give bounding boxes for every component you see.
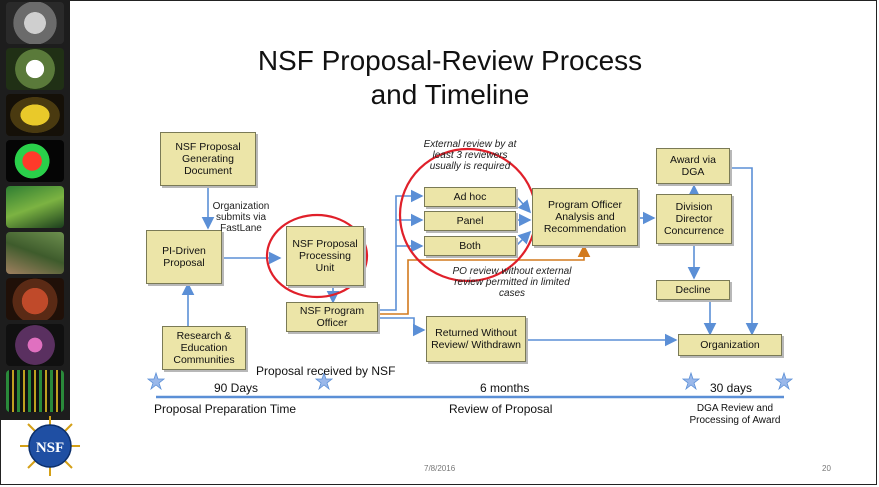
timeline-star-review-end xyxy=(681,371,701,391)
highlight-processing-unit xyxy=(265,213,369,299)
pi-driven-proposal-box: PI-Driven Proposal xyxy=(146,230,222,284)
gel-image xyxy=(6,370,64,412)
submits-via-fastlane-note: Organization submits via FastLane xyxy=(212,201,270,234)
insect-image xyxy=(6,94,64,136)
external-review-note: External review by at least 3 reviewers … xyxy=(423,139,517,172)
crab-image xyxy=(6,278,64,320)
nsf-program-officer-box: NSF Program Officer xyxy=(286,302,378,332)
title-line-2: and Timeline xyxy=(370,79,530,110)
arrow-adhoc-to-analysis xyxy=(515,195,532,214)
research-education-communities-box: Research & Education Communities xyxy=(162,326,246,370)
plant-image xyxy=(6,186,64,228)
six-months-label: 6 months xyxy=(480,381,530,395)
both-box: Both xyxy=(424,236,516,256)
ninety-days-label: 90 Days xyxy=(214,381,259,395)
page-title: NSF Proposal-Review Process and Timeline xyxy=(180,44,720,112)
arrow-officer-to-adhoc xyxy=(378,189,424,311)
panel-box: Panel xyxy=(424,211,516,231)
arrow-officer-to-analysis-direct xyxy=(378,244,591,315)
slide-number: 20 xyxy=(822,464,831,473)
diatom-image xyxy=(6,2,64,44)
image-strip xyxy=(0,0,70,420)
cell-image xyxy=(6,140,64,182)
award-via-dga-box: Award via DGA xyxy=(656,148,730,184)
decline-box: Decline xyxy=(656,280,730,300)
ad-hoc-box: Ad hoc xyxy=(424,187,516,207)
logo-text: NSF xyxy=(36,440,64,456)
proposal-received-label: Proposal received by NSF xyxy=(256,364,396,378)
review-of-proposal-label: Review of Proposal xyxy=(449,402,553,416)
timeline-star-received xyxy=(314,371,334,391)
division-director-concurrence-box: Division Director Concurrence xyxy=(656,194,732,244)
dga-review-label: DGA Review and Processing of Award xyxy=(689,403,781,426)
nsf-proposal-generating-document-box: NSF Proposal Generating Document xyxy=(160,132,256,186)
arrow-both-to-analysis xyxy=(515,230,532,247)
fieldwork-image xyxy=(6,232,64,274)
nsf-logo: NSF xyxy=(20,416,80,476)
timeline-star-start xyxy=(146,371,166,391)
sea-star-image xyxy=(6,324,64,366)
program-officer-analysis-box: Program Officer Analysis and Recommendat… xyxy=(532,188,638,246)
returned-without-review-box: Returned Without Review/ Withdrawn xyxy=(426,316,526,362)
arrow-officer-to-returned xyxy=(378,317,426,337)
po-review-note: PO review without external review permit… xyxy=(452,266,572,299)
nsf-proposal-processing-unit-box: NSF Proposal Processing Unit xyxy=(286,226,364,286)
flower-image xyxy=(6,48,64,90)
organization-box: Organization xyxy=(678,334,782,356)
timeline-star-end xyxy=(774,371,794,391)
thirty-days-label: 30 days xyxy=(710,381,753,395)
slide-date: 7/8/2016 xyxy=(424,464,456,473)
preparation-time-label: Proposal Preparation Time xyxy=(154,402,297,416)
title-line-1: NSF Proposal-Review Process xyxy=(257,45,643,76)
arrow-award-to-org xyxy=(730,167,759,336)
